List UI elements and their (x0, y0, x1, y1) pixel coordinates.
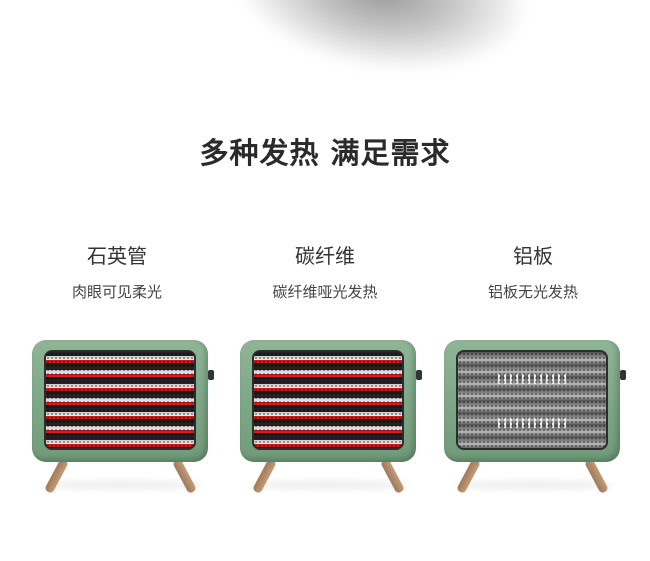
heater-leg (44, 457, 69, 495)
product-quartz: 石英管 肉眼可见柔光 (12, 240, 222, 302)
heater-leg (252, 457, 277, 495)
heater-image-carbon (240, 340, 422, 495)
heater-grille (252, 350, 404, 450)
product-desc: 肉眼可见柔光 (71, 283, 162, 301)
heater-knob (208, 370, 214, 380)
page-title: 多种发热 满足需求 (199, 136, 451, 170)
product-name: 铝板 (513, 244, 553, 268)
top-shadow-decoration (222, 0, 538, 91)
heater-leg (456, 457, 481, 495)
product-desc: 铝板无光发热 (487, 283, 578, 301)
heater-image-aluminum (444, 340, 626, 495)
heater-image-quartz (32, 340, 214, 495)
product-name: 石英管 (87, 244, 147, 268)
product-name: 碳纤维 (295, 244, 355, 268)
heater-knob (416, 370, 422, 380)
heater-knob (620, 370, 626, 380)
product-desc: 碳纤维哑光发热 (272, 283, 378, 301)
product-carbon: 碳纤维 碳纤维哑光发热 (220, 240, 430, 302)
heater-grille (44, 350, 196, 450)
product-aluminum: 铝板 铝板无光发热 (428, 240, 638, 302)
heater-grille (456, 350, 608, 450)
